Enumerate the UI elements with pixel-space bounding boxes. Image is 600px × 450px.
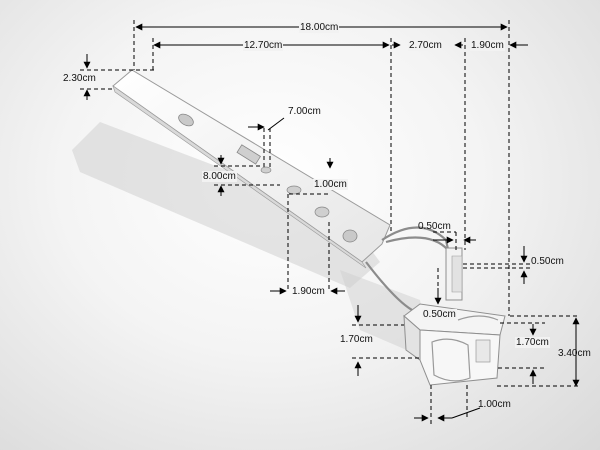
mounting-hole — [178, 113, 194, 127]
bracket-right-height-label: 1.70cm — [515, 337, 550, 348]
bracket-depth-label: 1.00cm — [478, 399, 511, 410]
top-hook — [445, 247, 463, 301]
hole-offset-label: 1.90cm — [292, 286, 325, 297]
bracket-left-height-label: 1.70cm — [340, 334, 373, 345]
small-hole — [260, 166, 272, 174]
hook-offset-label: 0.50cm — [531, 256, 564, 267]
bend-length-label: 2.70cm — [408, 40, 443, 51]
small-hole — [314, 206, 330, 218]
slot-width-label: 7.00cm — [288, 106, 321, 117]
strip-length-label: 12.70cm — [243, 40, 284, 51]
bracket-total-height-label: 3.40cm — [558, 348, 591, 359]
strip-width-label: 2.30cm — [63, 73, 96, 84]
hole-spacing-label: 1.00cm — [313, 179, 348, 190]
slot-height-label: 8.00cm — [202, 171, 237, 182]
end-hole — [342, 229, 358, 243]
slot-opening — [236, 144, 261, 165]
bracket-inset-label: 0.50cm — [422, 309, 457, 320]
end-length-label: 1.90cm — [470, 40, 505, 51]
total-length-label: 18.00cm — [299, 22, 340, 33]
wire-gap-label: 0.50cm — [418, 221, 451, 232]
small-hole — [286, 185, 302, 195]
